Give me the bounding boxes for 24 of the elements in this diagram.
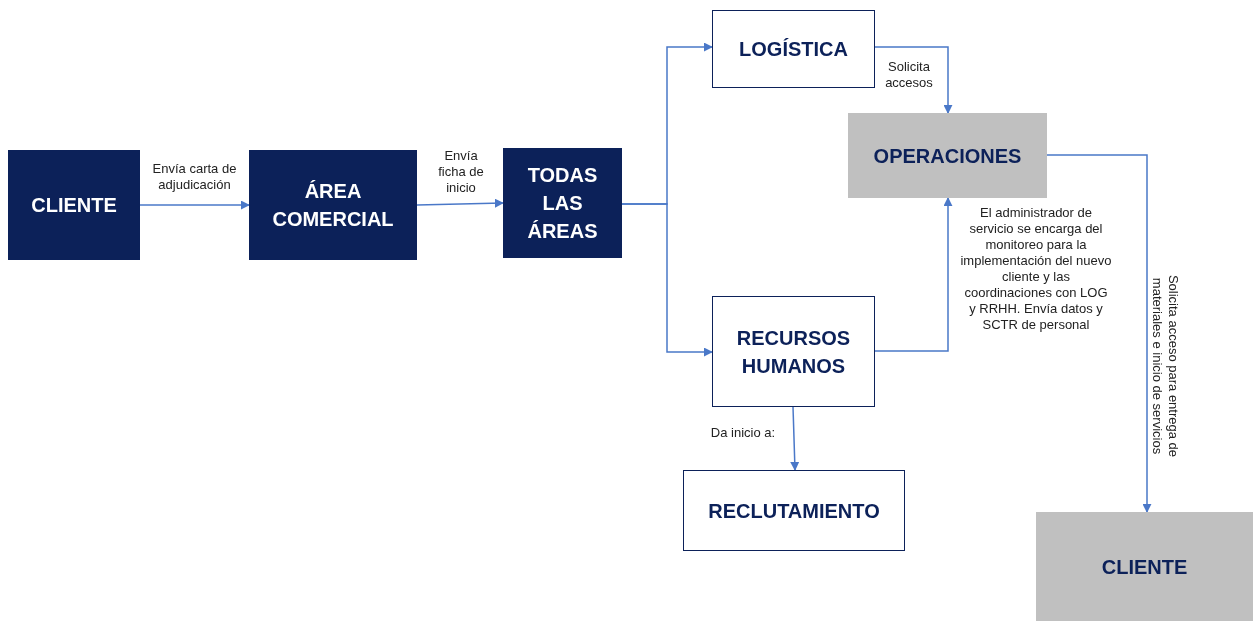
- node-label: RECLUTAMIENTO: [708, 498, 880, 524]
- process-box: [712, 296, 875, 407]
- node-label: TODAS LAS ÁREAS: [526, 163, 599, 244]
- arrow: [139, 200, 250, 210]
- process-box: [8, 150, 140, 260]
- process-box: [848, 113, 1047, 198]
- process-box: [683, 470, 905, 551]
- arrow: [874, 197, 953, 352]
- arrow: [874, 46, 953, 114]
- node-label: ÁREA COMERCIAL: [271, 179, 395, 232]
- node-label: OPERACIONES: [873, 143, 1022, 169]
- arrow: [1046, 154, 1152, 513]
- node-label: RECURSOS HUMANOS: [735, 325, 852, 379]
- node-label: CLIENTE: [31, 193, 117, 218]
- node-label: CLIENTE: [1101, 554, 1188, 580]
- arrow: [621, 203, 713, 357]
- edge-label: El administrador de servicio se encarga del monitoreo para la implementación del nuevo cliente y las coordinaciones con LOG y RRHH. Envía datos y SCTR de personal: [960, 205, 1112, 333]
- process-box: [249, 150, 417, 260]
- arrow: [790, 406, 800, 471]
- process-box: [503, 148, 622, 258]
- arrow: [416, 198, 504, 208]
- process-box: [712, 10, 875, 88]
- process-box: [1036, 512, 1253, 621]
- node-label: LOGÍSTICA: [739, 37, 848, 62]
